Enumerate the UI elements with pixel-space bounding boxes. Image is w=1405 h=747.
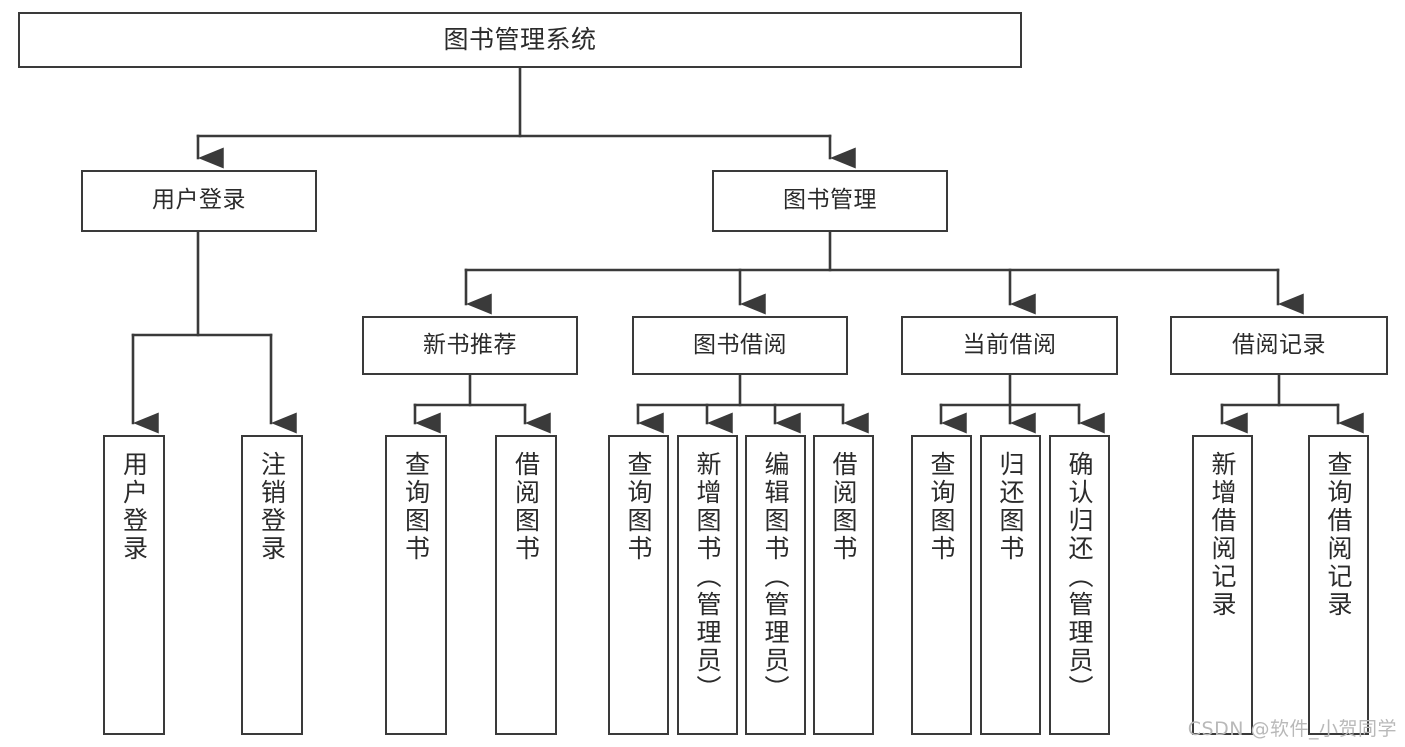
node-label: 注销登录 [257,451,287,563]
node-label: 编辑图书（管理员） [761,451,790,703]
node-user-login[interactable]: 用户登录 [81,170,317,232]
leaf-borrow-book-1[interactable]: 借阅图书 [495,435,557,735]
node-label: 用户登录 [152,187,246,214]
node-label: 图书借阅 [693,331,787,358]
leaf-user-login[interactable]: 用户登录 [103,435,165,735]
node-label: 图书管理系统 [443,25,597,54]
watermark: CSDN @软件_小贺同学 [1187,718,1397,740]
leaf-add-borrow-record[interactable]: 新增借阅记录 [1192,435,1253,735]
leaf-borrow-book-2[interactable]: 借阅图书 [813,435,874,735]
node-label: 新增借阅记录 [1208,451,1237,619]
node-label: 新书推荐 [423,331,517,358]
node-label: 用户登录 [119,451,149,563]
node-book-manage[interactable]: 图书管理 [712,170,948,232]
leaf-query-book-3[interactable]: 查询图书 [911,435,972,735]
leaf-confirm-return-admin[interactable]: 确认归还（管理员） [1049,435,1110,735]
leaf-query-book-2[interactable]: 查询图书 [608,435,669,735]
node-label: 借阅图书 [511,451,541,563]
node-new-book-recommend[interactable]: 新书推荐 [362,316,578,375]
node-root-book-management-system[interactable]: 图书管理系统 [18,12,1022,68]
node-label: 图书管理 [783,187,877,214]
leaf-return-book[interactable]: 归还图书 [980,435,1041,735]
node-label: 查询借阅记录 [1324,451,1353,619]
leaf-add-book-admin[interactable]: 新增图书（管理员） [677,435,738,735]
node-label: 查询图书 [624,451,653,563]
node-label: 归还图书 [996,451,1025,563]
leaf-query-book-1[interactable]: 查询图书 [385,435,447,735]
node-label: 查询图书 [927,451,956,563]
node-borrow-record[interactable]: 借阅记录 [1170,316,1388,375]
node-label: 借阅记录 [1232,331,1326,358]
node-label: 借阅图书 [829,451,858,563]
node-label: 查询图书 [401,451,431,563]
node-label: 当前借阅 [962,331,1057,358]
leaf-edit-book-admin[interactable]: 编辑图书（管理员） [745,435,806,735]
node-book-borrow[interactable]: 图书借阅 [632,316,848,375]
leaf-query-borrow-record[interactable]: 查询借阅记录 [1308,435,1369,735]
node-label: 新增图书（管理员） [693,451,722,703]
node-current-borrow[interactable]: 当前借阅 [901,316,1118,375]
node-label: 确认归还（管理员） [1065,451,1094,703]
leaf-user-logout[interactable]: 注销登录 [241,435,303,735]
